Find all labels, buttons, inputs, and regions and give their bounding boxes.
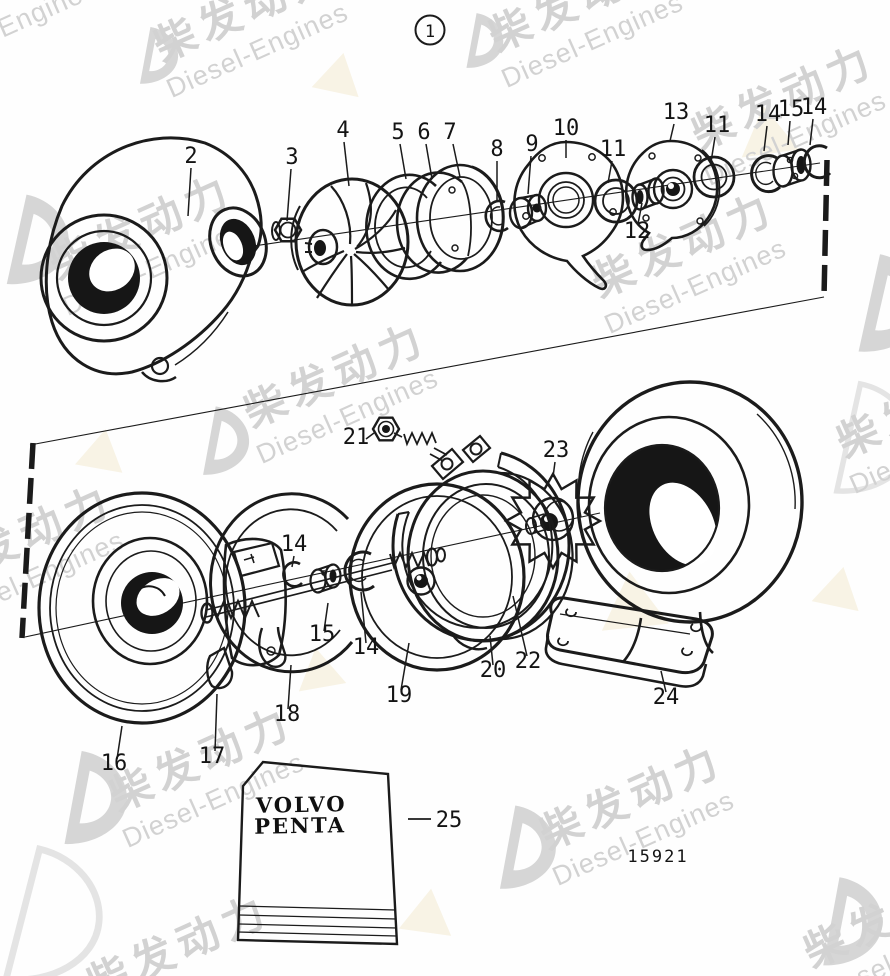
callout-leader-lines: [116, 118, 814, 820]
brand-logo-watermark: [139, 26, 179, 84]
plane-edge-dashed-left: [19, 442, 36, 639]
snap-ring-part-14-upper-left: [750, 154, 782, 194]
watermark-triangle: [311, 52, 359, 98]
callout-3: 3: [285, 145, 298, 170]
watermark-triangle: [298, 647, 347, 692]
figure-reference: 1: [414, 14, 446, 46]
gasket-kit-box-part-25: VOLVO PENTA: [236, 760, 399, 946]
watermark-text: 柴发动力 Diesel-Engines: [584, 183, 791, 340]
callout-15a: 15: [778, 97, 805, 122]
svg-text:柴发动力: 柴发动力: [829, 343, 890, 467]
callout-12: 12: [624, 219, 651, 244]
callout-14b: 14: [801, 95, 828, 120]
callout-15b: 15: [309, 622, 336, 647]
watermark-triangle: [811, 566, 859, 612]
callout-24: 24: [653, 685, 680, 710]
drawing-number: 15921: [627, 847, 688, 867]
brand-logo-watermark: [499, 805, 556, 889]
assembly-plane-lines: [19, 159, 830, 639]
clamp-nut-part-21: [371, 416, 401, 442]
callout-23: 23: [543, 438, 570, 463]
svg-text:柴发动力: 柴发动力: [79, 885, 278, 976]
brand-logo-watermark: [823, 877, 883, 966]
callout-14c: 14: [281, 532, 308, 557]
callout-17: 17: [199, 744, 226, 769]
callout-7: 7: [443, 120, 456, 145]
brand-logo-watermark-outline: [1, 845, 103, 976]
callout-18: 18: [274, 702, 301, 727]
callout-9: 9: [525, 132, 538, 157]
bearing-sleeve-part-15-lower: [309, 563, 342, 594]
watermark-text: 柴发动力 Diesel-Engines: [236, 313, 443, 470]
snap-ring-part-14-lower-left: [282, 561, 303, 588]
figure-reference-number: 1: [425, 22, 435, 42]
volvo-brand-text: VOLVO: [255, 791, 347, 818]
callout-14d: 14: [353, 635, 380, 660]
watermark-text: 柴发动力 Diesel-Engines: [481, 0, 688, 94]
watermark-text: 柴发动力 Diesel-Engines: [796, 853, 890, 976]
svg-text:Diesel-Engines: Diesel-Engines: [0, 0, 101, 80]
callout-25: 25: [436, 808, 463, 833]
watermark-triangle: [741, 105, 799, 158]
turbine-housing-part-24: [544, 380, 804, 688]
retaining-ring-part-8: [484, 199, 509, 233]
callout-4: 4: [336, 118, 349, 143]
plane-edge-dashed-right: [821, 159, 830, 298]
snap-ring-part-14-upper-right: [802, 144, 832, 180]
watermark-text: 柴发动力 Diesel-Engines: [532, 735, 739, 892]
callout-22: 22: [515, 649, 542, 674]
spacer-ring-part-7: [415, 163, 505, 273]
brand-logo-watermark: [64, 751, 127, 845]
seal-ring-part-11-left: [593, 178, 639, 224]
compressor-wheel-part-4: [290, 177, 410, 307]
bearing-housing-part-16: [37, 491, 247, 725]
brand-logo-watermark: [203, 406, 250, 475]
back-plate-part-10: [513, 140, 625, 291]
callout-13: 13: [663, 100, 690, 125]
watermark-triangle: [75, 429, 123, 473]
watermark-text: 柴发动力: [79, 885, 278, 976]
callout-labels: 2 3 4 5 6 7 8 9 10 11 12 13 11 14 15 14 …: [101, 95, 828, 833]
callout-11: 11: [600, 137, 627, 162]
v-clamp-part-22: [391, 430, 571, 642]
figure-reference-circle: [414, 14, 446, 46]
callout-16: 16: [101, 751, 128, 776]
brand-logo-watermark: [466, 13, 504, 68]
penta-brand-text: PENTA: [254, 812, 346, 839]
callout-8: 8: [490, 137, 503, 162]
watermark-text: 柴发动力 Diesel-Engines: [829, 343, 890, 500]
brand-logo-watermark-outline: [833, 380, 890, 494]
plane-edge-line: [29, 296, 825, 446]
brand-logo-watermark: [6, 194, 69, 285]
brand-logo-watermark: [858, 254, 890, 352]
callout-20: 20: [480, 658, 507, 683]
seal-ring-part-11-right: [692, 155, 736, 199]
callout-11b: 11: [704, 113, 731, 138]
watermark-triangle: [398, 888, 452, 936]
insert-ring-part-6: [395, 171, 472, 274]
callout-6: 6: [417, 120, 430, 145]
callout-21: 21: [343, 425, 370, 450]
callout-19: 19: [386, 683, 413, 708]
callout-14a: 14: [755, 102, 782, 127]
callout-2: 2: [184, 144, 197, 169]
compressor-housing-part-2: [39, 136, 268, 383]
callout-10: 10: [553, 116, 580, 141]
watermark-text: Diesel-Engines: [0, 0, 101, 80]
callout-5: 5: [391, 120, 404, 145]
snap-ring-part-14-lower-right: [343, 550, 375, 592]
turbine-shaft-and-springs: [200, 547, 446, 624]
